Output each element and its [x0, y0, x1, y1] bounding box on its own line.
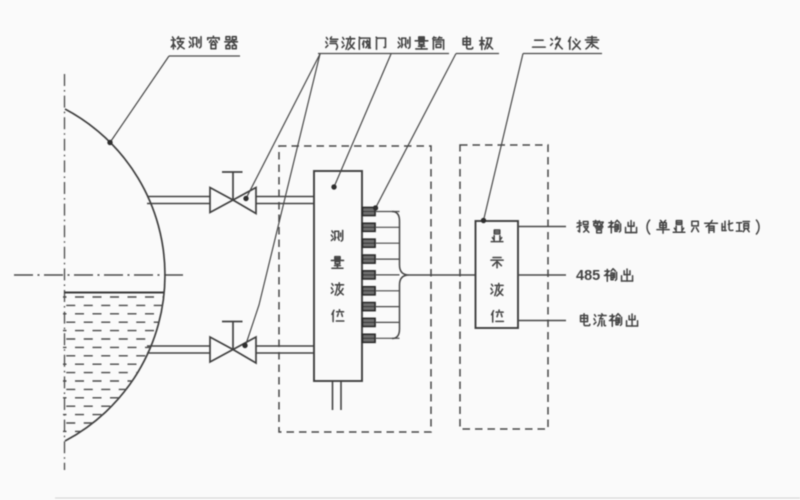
svg-text:485: 485 [576, 268, 600, 284]
